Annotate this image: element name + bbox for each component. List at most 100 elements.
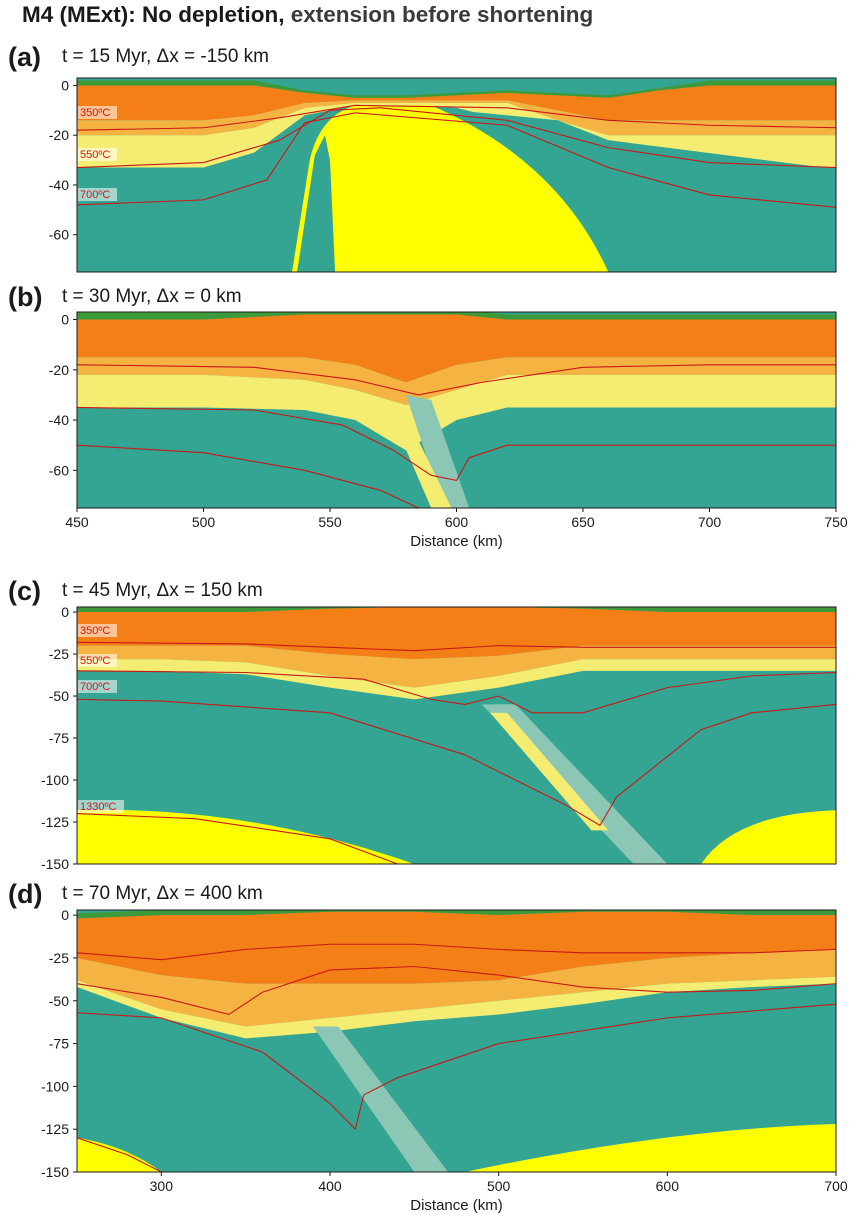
plot-frame	[76, 909, 837, 1173]
x-tick-label: 650	[571, 514, 595, 530]
panel-c-title: t = 45 Myr, Δx = 150 km	[62, 580, 263, 601]
x-tick-label: 700	[698, 514, 722, 530]
isotherm-700c	[77, 444, 419, 508]
middle-crust-layer	[77, 949, 836, 1027]
isotherm-700c	[77, 112, 836, 208]
title-bold: M4 (MExt): No depletion,	[22, 2, 285, 27]
y-tick-label: -125	[41, 1121, 69, 1137]
x-tick-label: 700	[824, 1178, 848, 1194]
plot-frame	[76, 606, 837, 865]
isotherm-700c	[77, 1003, 836, 1131]
x-tick-label: 600	[445, 514, 469, 530]
y-tick-label: -150	[41, 1164, 69, 1180]
x-tick-label: 500	[487, 1178, 511, 1194]
upper-crust-layer	[77, 607, 836, 660]
asthenosphere-upwelling	[292, 105, 609, 272]
y-tick-label: -25	[49, 950, 69, 966]
y-tick-label: -100	[41, 772, 69, 788]
isotherm-350c	[77, 364, 836, 396]
asthenosphere-left	[77, 809, 415, 864]
layer-field	[77, 312, 836, 508]
asthenosphere-left	[77, 1137, 162, 1172]
y-tick-label: -60	[49, 462, 69, 478]
y-tick-label: -50	[49, 688, 69, 704]
y-tick-label: -40	[49, 177, 69, 193]
panel-b-title: t = 30 Myr, Δx = 0 km	[62, 286, 242, 307]
y-tick-label: -150	[41, 856, 69, 872]
layer-field	[77, 78, 836, 272]
isotherm-label: 700ºC	[80, 681, 110, 693]
panel-a-title: t = 15 Myr, Δx = -150 km	[62, 46, 269, 67]
x-axis-label: Distance (km)	[410, 533, 503, 550]
upper-crust-layer	[77, 911, 836, 984]
y-tick-label: -125	[41, 814, 69, 830]
sediment-layer	[77, 80, 836, 98]
upper-crust-layer	[77, 314, 836, 383]
y-tick-label: 0	[61, 604, 69, 620]
isotherm-label-bg	[78, 188, 117, 201]
panel-c: 0 -25 -50 -75 -100 -125 -150 350ºC 550ºC 700ºC 133…	[41, 604, 837, 872]
isotherm-350c	[77, 943, 836, 961]
mantle-sliver	[297, 135, 336, 272]
y-tick-label: 0	[61, 312, 69, 328]
isotherm-label: 700ºC	[80, 189, 110, 201]
isotherm-label-bg	[78, 106, 117, 119]
isotherm-label: 550ºC	[80, 655, 110, 667]
y-tick-label: -20	[49, 127, 69, 143]
y-tick-label: 0	[61, 77, 69, 93]
x-tick-label: 400	[318, 1178, 342, 1194]
layer-field	[77, 607, 836, 864]
x-tick-label: 450	[65, 514, 89, 530]
isotherm-label-bg	[78, 654, 117, 667]
isotherm-label: 350ºC	[80, 107, 110, 119]
isotherm-550c	[77, 670, 836, 714]
isotherm-label: 350ºC	[80, 625, 110, 637]
layer-field	[77, 910, 836, 1172]
panel-d-title: t = 70 Myr, Δx = 400 km	[62, 883, 263, 904]
x-tick-label: 500	[192, 514, 216, 530]
y-tick-label: -100	[41, 1078, 69, 1094]
isotherm-350c	[77, 641, 836, 652]
y-tick-label: -25	[49, 646, 69, 662]
lower-crust-layer	[77, 976, 836, 1039]
subduction-channel	[313, 1026, 449, 1172]
x-tick-label: 750	[824, 514, 848, 530]
isotherm-label-bg	[78, 800, 124, 813]
isotherm-1330c	[77, 1137, 162, 1172]
middle-crust-layer	[77, 645, 836, 688]
asthenosphere-right	[701, 810, 836, 864]
x-tick-label: 600	[656, 1178, 680, 1194]
sediment-layer	[77, 910, 836, 919]
isotherm-700c	[77, 698, 836, 827]
lower-crust-layer	[77, 374, 836, 451]
figure-title: M4 (MExt): No depletion, extension befor…	[22, 2, 593, 28]
upper-crust-layer	[77, 85, 836, 121]
subducted-crust	[393, 420, 452, 508]
isotherm-label-bg	[78, 148, 117, 161]
x-tick-label: 550	[318, 514, 342, 530]
isotherm-1330c	[77, 813, 398, 864]
y-tick-label: 0	[61, 907, 69, 923]
plot-frame	[76, 77, 837, 273]
isotherm-550c	[77, 406, 836, 481]
isotherm-label: 550ºC	[80, 149, 110, 161]
isotherm-550c	[77, 107, 836, 169]
isotherm-550c	[77, 965, 836, 1016]
isotherm-label: 1330ºC	[80, 801, 116, 813]
y-tick-label: -20	[49, 362, 69, 378]
isotherm-label-bg	[78, 624, 117, 637]
y-tick-label: -75	[49, 730, 69, 746]
asthenosphere-right	[464, 1124, 836, 1172]
y-tick-label: -75	[49, 1036, 69, 1052]
sediment-layer	[77, 312, 836, 320]
lower-crust-layer	[77, 659, 836, 700]
middle-crust-layer	[77, 100, 836, 136]
y-tick-label: -50	[49, 993, 69, 1009]
panel-b-label: (b)	[8, 282, 43, 312]
x-axis-label: Distance (km)	[410, 1197, 503, 1214]
panel-a-label: (a)	[8, 42, 41, 72]
